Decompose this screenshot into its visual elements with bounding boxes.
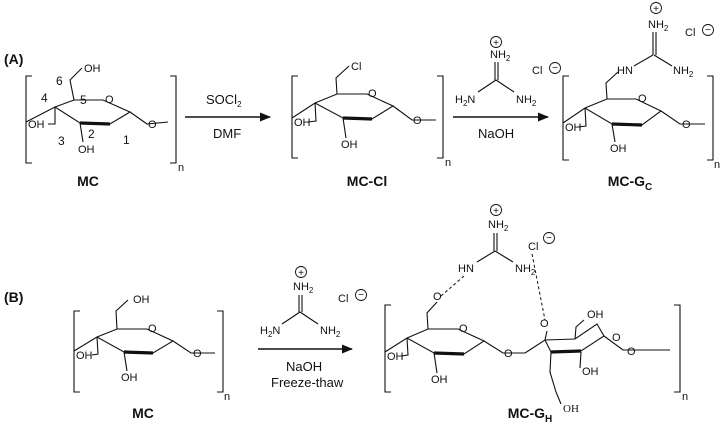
ring-oxygen: O — [612, 332, 621, 344]
compound-label-mc-gc: MC-GC — [608, 173, 653, 193]
amino-label: NH2 — [488, 219, 509, 233]
hydroxyl-label: OH — [28, 119, 45, 131]
imino-label: HN — [617, 65, 633, 77]
imino-label: HN — [458, 263, 474, 275]
compound-label-mc-b: MC — [132, 405, 154, 421]
amino-label: H2N — [260, 325, 280, 339]
ring-oxygen: O — [368, 88, 377, 100]
guanidinium-reagent-b: + NH2 H2N NH2 Cl − — [260, 266, 367, 339]
panel-label-b: (B) — [4, 289, 23, 305]
repeat-n: n — [178, 162, 184, 174]
carbon-number-1: 1 — [123, 133, 130, 147]
carbon-number-4: 4 — [41, 91, 48, 105]
amino-label: NH2 — [490, 49, 511, 63]
ring-oxygen: O — [459, 323, 468, 335]
hydroxyl-label: OH — [387, 351, 404, 363]
reagent-naoh: NaOH — [478, 126, 514, 141]
chloride-ion: Cl — [532, 65, 542, 77]
compound-label-mc-gh: MC-GH — [508, 405, 553, 425]
glycosidic-oxygen: O — [627, 346, 636, 358]
amino-label: NH2 — [293, 281, 314, 295]
glycosidic-oxygen: O — [682, 119, 691, 131]
chloride-ion: Cl — [685, 27, 695, 39]
panel-label-a: (A) — [4, 51, 23, 67]
carbon-number-3: 3 — [58, 134, 65, 148]
minus-charge: − — [705, 25, 711, 36]
glycosidic-oxygen: O — [148, 119, 157, 131]
amino-label: NH2 — [648, 19, 669, 33]
repeat-n: n — [224, 391, 230, 403]
reagent-naoh: NaOH — [286, 359, 322, 374]
chloride-ion: Cl — [528, 241, 538, 253]
glycosidic-oxygen: O — [413, 115, 422, 127]
reagent-socl2: SOCl2 — [206, 92, 242, 109]
hydroxyl-label: OH — [610, 143, 627, 155]
plus-charge: + — [493, 38, 499, 49]
mc-cl-structure: n Cl O OH OH O — [291, 61, 451, 169]
hydroxyl-label: OH — [76, 350, 93, 362]
repeat-n: n — [445, 157, 451, 169]
hydroxyl-label: OH — [294, 117, 311, 129]
reagent-freeze-thaw: Freeze-thaw — [271, 375, 344, 390]
minus-charge: − — [358, 290, 364, 301]
amino-label: NH2 — [516, 94, 537, 108]
hydroxyl-label: OH — [563, 403, 579, 415]
minus-charge: − — [552, 63, 558, 74]
mc-structure-a: n OH O OH OH O 1 2 3 4 5 6 — [25, 63, 184, 174]
carbon-number-5: 5 — [80, 93, 87, 107]
ring-oxygen: O — [105, 94, 114, 106]
guanidinium-reagent-a: + NH2 H2N NH2 Cl − — [455, 36, 561, 108]
ether-oxygen: O — [540, 318, 549, 330]
hydroxyl-label: OH — [78, 144, 95, 156]
glycosidic-oxygen: O — [193, 348, 202, 360]
reagent-dmf: DMF — [213, 126, 241, 141]
hydroxyl-label: OH — [121, 372, 138, 384]
minus-charge: − — [546, 233, 552, 244]
hydroxyl-label: OH — [133, 294, 150, 306]
chloride-ion: Cl — [338, 293, 348, 305]
hydrogen-bond — [531, 253, 546, 321]
carbon-number-6: 6 — [56, 74, 63, 88]
hydroxyl-label: OH — [431, 374, 448, 386]
mc-gh-structure: n O OH OH O O O OH O O OH OH + NH2 HN NH — [384, 204, 688, 415]
ring-oxygen: O — [148, 323, 157, 335]
plus-charge: + — [653, 4, 659, 15]
compound-label-mc-cl: MC-Cl — [347, 173, 387, 189]
plus-charge: + — [298, 268, 304, 279]
hydroxyl-label: OH — [84, 63, 101, 75]
mc-gc-structure: n O OH OH O HN + NH2 NH2 Cl − — [562, 2, 720, 171]
amino-label: NH2 — [515, 263, 536, 277]
hydroxyl-label: OH — [341, 139, 358, 151]
ring-oxygen: O — [638, 93, 647, 105]
hydroxyl-label: OH — [565, 122, 582, 134]
chlorine-label: Cl — [351, 61, 361, 73]
glycosidic-oxygen: O — [504, 348, 513, 360]
hydroxyl-label: OH — [587, 309, 604, 321]
amino-label: H2N — [455, 94, 475, 108]
repeat-n: n — [682, 391, 688, 403]
hydroxyl-label: OH — [582, 366, 599, 378]
carbon-number-2: 2 — [88, 127, 95, 141]
compound-label-mc-a: MC — [77, 173, 99, 189]
hydrogen-bond — [440, 275, 465, 297]
amino-label: NH2 — [320, 325, 341, 339]
repeat-n: n — [714, 159, 720, 171]
amino-label: NH2 — [673, 65, 694, 79]
mc-structure-b: n OH O OH OH O — [73, 294, 230, 403]
ether-oxygen: O — [433, 291, 442, 303]
plus-charge: + — [493, 206, 499, 217]
